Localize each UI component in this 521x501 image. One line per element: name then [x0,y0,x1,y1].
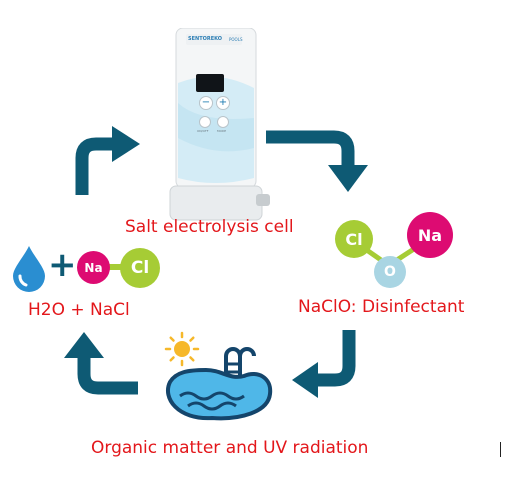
power-button[interactable] [199,116,211,128]
plus-button[interactable]: + [216,96,230,110]
reactants-label: H2O + NaCl [28,300,130,320]
bond-na-cl [104,264,126,270]
plus-button-label: + [218,97,228,108]
plus-sign: + [48,245,77,285]
na-atom: Na [407,212,453,258]
pool-icon [166,347,273,421]
cl-atom-label: Cl [345,229,363,249]
na-atom-label: Na [417,225,443,245]
nacl-na-atom-label: Na [84,260,103,275]
electrolysis-device [160,28,270,223]
o-atom-label: O [384,264,396,280]
power-button-caption: ON/OFF [197,129,209,133]
arrow-down-left-icon [292,330,356,398]
arrow-left-up-icon [64,332,138,395]
arrow-right-down-icon [266,130,368,192]
process-label: Organic matter and UV radiation [91,438,369,458]
mode-button[interactable] [217,116,229,128]
mode-button-caption: MODE [217,129,227,133]
cell-label: Salt electrolysis cell [125,217,294,237]
device-brand-sub: POOLS [229,37,243,42]
o-atom: O [374,256,406,288]
water-drop-icon [13,246,45,292]
cl-atom: Cl [335,220,373,258]
device-brand: SENTOREKO [188,36,223,42]
arrow-up-right-icon [75,126,140,195]
nacl-na-atom: Na [77,251,110,284]
divider-mark [500,442,501,457]
nacl-cl-atom: Cl [120,248,160,288]
minus-button[interactable]: − [199,96,213,110]
product-label: NaClO: Disinfectant [298,297,465,317]
sun-icon [164,331,200,367]
minus-button-label: − [201,97,211,108]
nacl-cl-atom-label: Cl [130,258,150,278]
